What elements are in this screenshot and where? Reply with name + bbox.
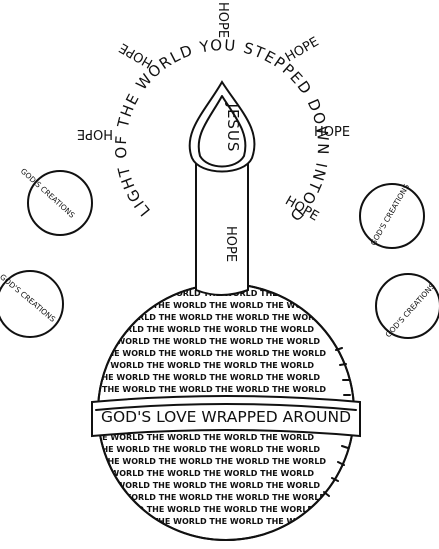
globe-line: THE WORLD THE WORLD THE WORLD THE WORLD [96, 481, 320, 490]
globe-line: THE WORLD THE WORLD THE WORLD THE WORLD [102, 385, 326, 394]
hope-ray-top: HOPE [215, 2, 230, 38]
flame: JESUS [188, 80, 256, 173]
pin-left: GOD'S CREATIONS [0, 270, 165, 364]
candle: HOPE [195, 154, 249, 296]
globe-line: THE WORLD THE WORLD THE WORLD THE WORLD [96, 445, 320, 454]
globe-line: THE WORLD THE WORLD THE WORLD THE WORLD [90, 469, 314, 478]
pin-top-right: GOD'S CREATIONS [288, 182, 425, 310]
globe-line: THE WORLD THE WORLD THE WORLD THE WORLD [102, 457, 326, 466]
globe-line: THE WORLD THE WORLD THE WORLD THE WORLD [102, 349, 326, 358]
hope-ray-top-right: HOPE [283, 34, 322, 65]
banner: GOD'S LOVE WRAPPED AROUND [91, 395, 361, 438]
hope-ray-top-left: HOPE [117, 40, 156, 71]
globe-line: THE WORLD THE WORLD THE WORLD THE WORLD [90, 325, 314, 334]
globe-line: THE WORLD THE WORLD THE WORLD THE WORLD [90, 433, 314, 442]
hope-ray-left: HOPE [77, 126, 113, 141]
globe-line: THE WORLD THE WORLD THE WORLD THE WORLD [96, 373, 320, 382]
banner-text: GOD'S LOVE WRAPPED AROUND [101, 408, 351, 426]
globe-line: THE WORLD THE WORLD THE WORLD THE WORLD [96, 517, 320, 526]
candle-label: HOPE [223, 226, 238, 262]
globe-line: THE WORLD THE WORLD THE WORLD THE WORLD [102, 313, 326, 322]
globe-line: THE WORLD THE WORLD THE WORLD THE WORLD [96, 301, 320, 310]
globe-line: THE WORLD THE WORLD THE WORLD THE WORLD [96, 337, 320, 346]
hope-ray-right: HOPE [314, 125, 350, 140]
globe-text: THE WORLD THE WORLD THE WORLD THE WORLD T… [90, 289, 326, 526]
flame-text: JESUS [224, 103, 242, 153]
globe-line: THE WORLD THE WORLD THE WORLD THE WORLD [90, 505, 314, 514]
globe-line: THE WORLD THE WORLD THE WORLD THE WORLD [102, 493, 326, 502]
pin-top-left: GOD'S CREATIONS [19, 167, 180, 314]
globe-line: THE WORLD THE WORLD THE WORLD THE WORLD [90, 361, 314, 370]
